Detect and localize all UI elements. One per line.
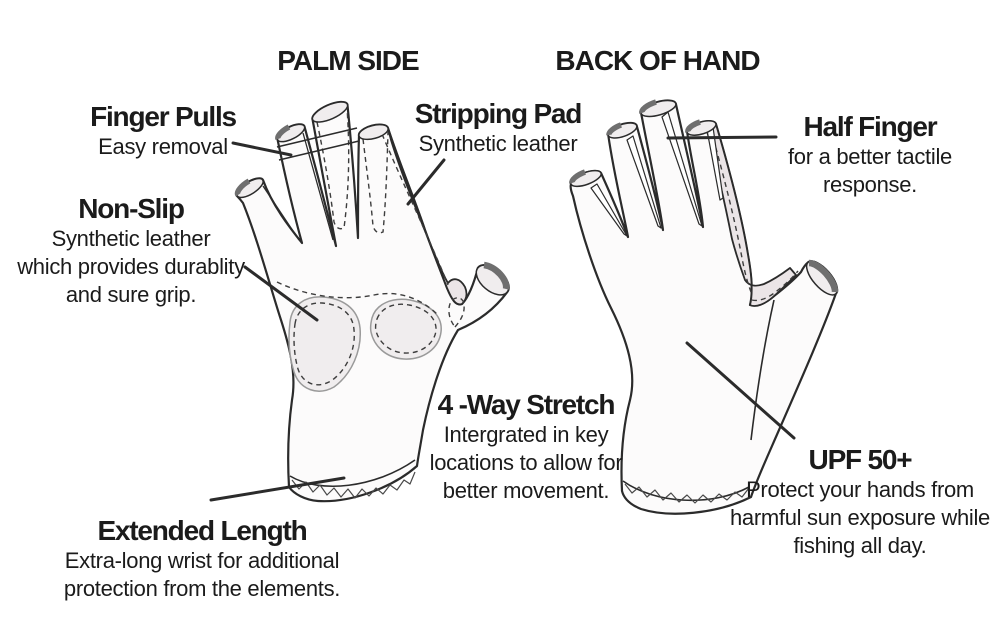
- upf-leader: [685, 341, 796, 440]
- back-ring-slot: [626, 135, 662, 229]
- thumb-inner-contour: [750, 299, 775, 441]
- annotation-line: Extra-long wrist for additional: [64, 548, 340, 573]
- annotation-heading: UPF 50+: [808, 444, 913, 475]
- annotation-line: Intergrated in key: [443, 422, 609, 447]
- back-of-hand-title: BACK OF HAND: [535, 46, 780, 76]
- annotation-stripping-pad: Stripping Pad Synthetic leather: [392, 97, 604, 158]
- annotation-line: Synthetic leather: [418, 131, 578, 156]
- palm-pad-right: [369, 298, 442, 360]
- back-pinky-slot: [590, 183, 628, 237]
- half-finger-pad-stitch-2: [751, 270, 799, 302]
- back-middle-tip-rim: [640, 99, 677, 118]
- annotation-line: response.: [823, 172, 917, 197]
- annotation-line: better movement.: [442, 478, 610, 503]
- annotation-line: harmful sun exposure while: [729, 505, 990, 530]
- back-index-tip-band: [685, 119, 701, 133]
- annotation-line: which provides durablity: [17, 254, 245, 279]
- diagram-title: BACK OF HAND: [555, 45, 760, 76]
- annotation-heading: Non-Slip: [78, 193, 185, 224]
- annotation-heading: Extended Length: [97, 515, 307, 546]
- palm-side-glove: [234, 100, 510, 503]
- middle-tip-rim: [311, 101, 349, 123]
- finger-pulls-leader: [231, 141, 293, 157]
- annotation-non-slip: Non-Slip Synthetic leather which provide…: [0, 192, 262, 309]
- annotation-heading: 4 -Way Stretch: [437, 389, 616, 420]
- palm-pad-left: [288, 296, 361, 392]
- annotation-four-way-stretch: 4 -Way Stretch Intergrated in key locati…: [406, 388, 646, 505]
- half-finger-pad-stitch-1: [710, 129, 752, 293]
- annotation-finger-pulls: Finger Pulls Easy removal: [58, 100, 268, 161]
- back-middle-slot: [661, 111, 703, 227]
- index-tip-rim: [358, 123, 389, 141]
- thumb-tip-band: [483, 261, 510, 290]
- pinky-tip-band: [234, 178, 251, 197]
- annotation-heading: Stripping Pad: [414, 98, 583, 129]
- thumb-base-stitch: [448, 297, 465, 328]
- annotation-line: protection from the elements.: [63, 576, 341, 601]
- palm-cuff-zigzag: [291, 471, 416, 499]
- stripping-pad-stitch: [381, 133, 449, 286]
- ring-slot: [302, 132, 334, 241]
- annotation-upf: UPF 50+ Protect your hands from harmful …: [710, 443, 1000, 560]
- annotation-line: Easy removal: [98, 134, 228, 159]
- pinky-slot: [262, 185, 300, 241]
- annotation-heading: Finger Pulls: [90, 101, 237, 132]
- back-middle-tip-band: [639, 99, 657, 115]
- annotation-line: for a better tactile: [788, 144, 952, 169]
- diagram-title: PALM SIDE: [277, 45, 419, 76]
- index-finger-stitch: [362, 131, 389, 234]
- stripping-pad-leader: [406, 158, 446, 206]
- middle-finger-stitch: [316, 107, 350, 230]
- palm-side-title: PALM SIDE: [238, 46, 458, 76]
- palm-seam-stitch: [276, 281, 438, 315]
- back-thumb-tip-band: [808, 259, 839, 293]
- half-finger-leader: [666, 135, 778, 140]
- annotation-line: Protect your hands from: [746, 477, 974, 502]
- annotation-heading: Half Finger: [803, 111, 937, 142]
- annotation-line: Synthetic leather: [51, 226, 211, 251]
- back-of-hand-glove: [569, 99, 839, 515]
- annotation-line: locations to allow for: [429, 450, 623, 475]
- annotation-extended-length: Extended Length Extra-long wrist for add…: [36, 514, 368, 603]
- ring-tip-band: [275, 124, 291, 140]
- back-ring-tip-band: [606, 122, 623, 136]
- back-pinky-tip-band: [569, 169, 587, 184]
- finger-pull-strap: [276, 127, 360, 161]
- back-cuff-zigzag: [624, 483, 750, 504]
- leader-lines: [209, 135, 796, 502]
- annotation-line: fishing all day.: [793, 533, 927, 558]
- annotation-line: and sure grip.: [65, 282, 197, 307]
- annotation-half-finger: Half Finger for a better tactile respons…: [765, 110, 975, 199]
- palm-cuff-edge: [289, 459, 416, 487]
- extended-length-leader: [209, 476, 346, 502]
- non-slip-leader: [243, 265, 319, 322]
